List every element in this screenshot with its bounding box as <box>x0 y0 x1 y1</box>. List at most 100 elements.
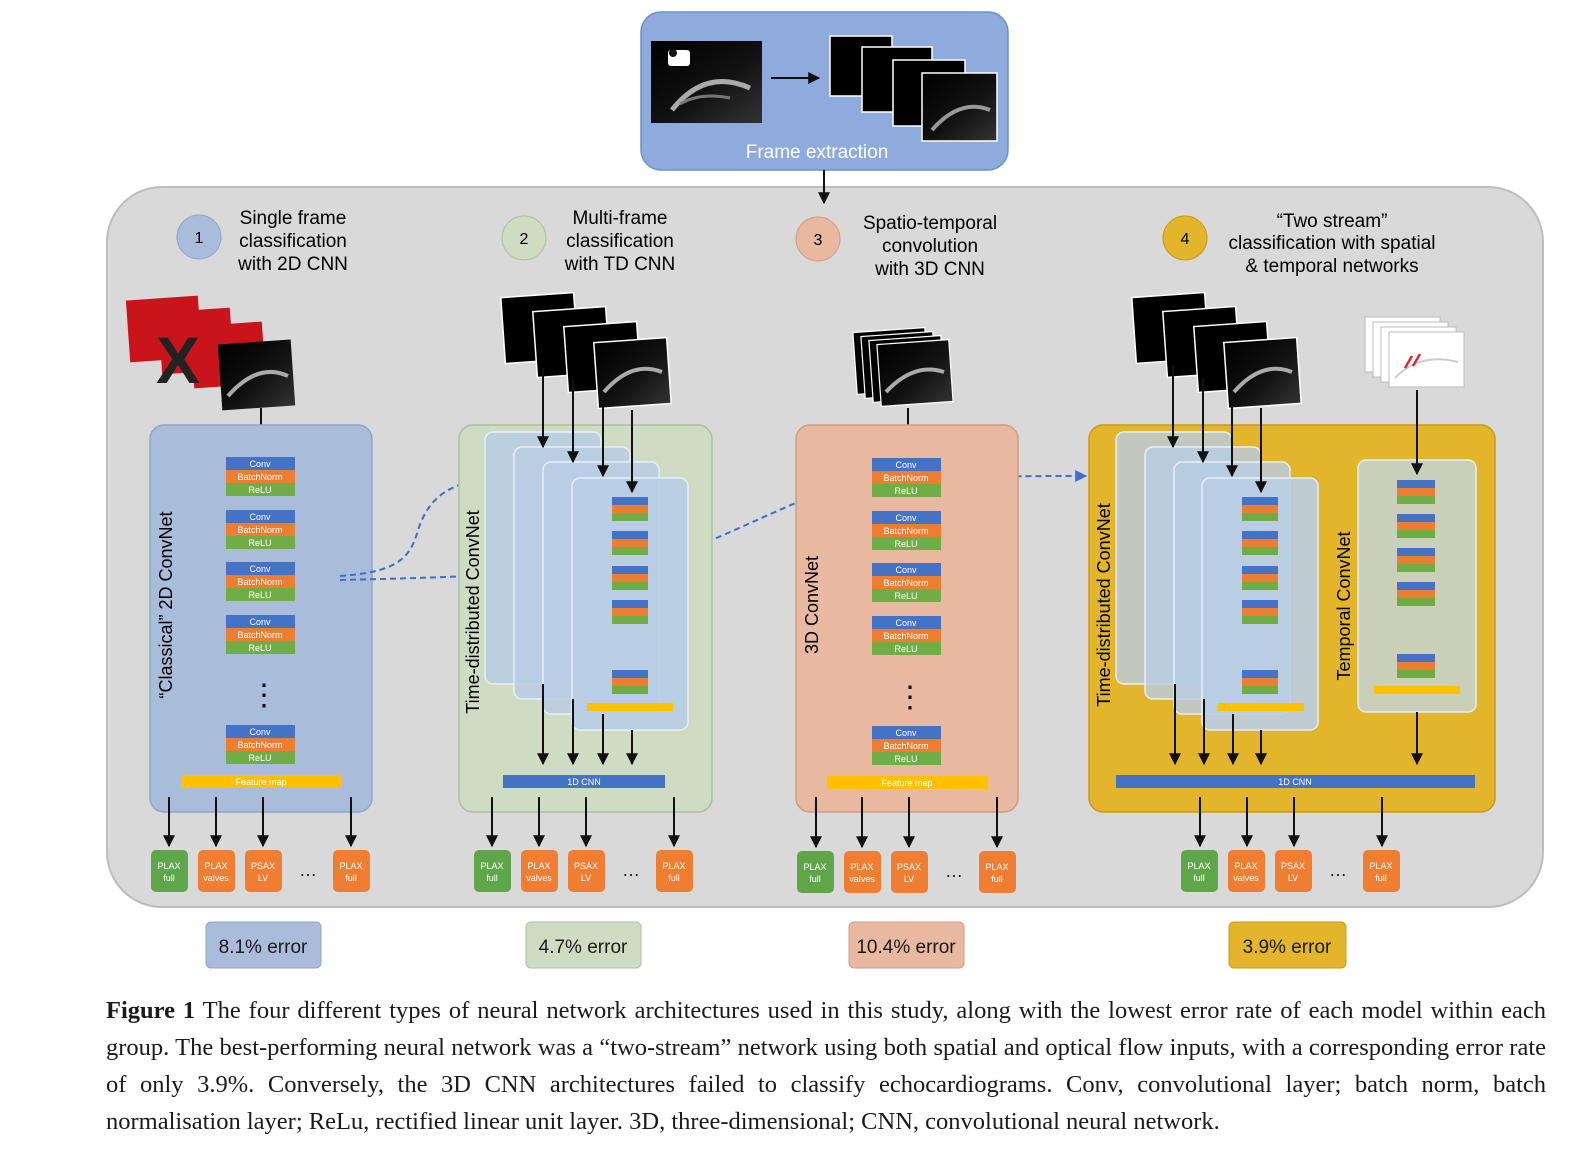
svg-text:Feature map: Feature map <box>881 778 932 788</box>
svg-text:PLAX: PLAX <box>527 861 550 871</box>
svg-text:Conv: Conv <box>249 512 271 522</box>
svg-text:BatchNorm: BatchNorm <box>237 577 282 587</box>
layer-block: Conv BatchNorm ReLU <box>872 726 941 765</box>
svg-text:full: full <box>1375 873 1387 883</box>
layer-block: Conv BatchNorm ReLU <box>226 457 295 496</box>
svg-text:full: full <box>1193 873 1205 883</box>
svg-text:valves: valves <box>203 873 229 883</box>
panel-4-temporal-label: Temporal ConvNet <box>1334 531 1354 680</box>
optical-flow-frames <box>1364 316 1465 388</box>
panel-1-input-frames: X <box>125 295 296 411</box>
svg-text:full: full <box>345 873 357 883</box>
panel-4-number-badge <box>1162 215 1208 261</box>
svg-text:ReLU: ReLU <box>248 485 271 495</box>
panel-2-1d-cnn-label: 1D CNN <box>567 777 601 787</box>
svg-text:Conv: Conv <box>895 513 917 523</box>
svg-text:…: … <box>1329 860 1347 880</box>
svg-text:PLAX: PLAX <box>662 861 685 871</box>
svg-text:Conv: Conv <box>249 617 271 627</box>
svg-text:PLAX: PLAX <box>1234 861 1257 871</box>
panel-4-title-line-1: “Two stream” <box>1277 211 1388 232</box>
output-class-box: PSAX LV <box>891 851 928 893</box>
svg-text:ReLU: ReLU <box>248 753 271 763</box>
svg-text:ReLU: ReLU <box>894 539 917 549</box>
svg-text:PLAX: PLAX <box>850 862 873 872</box>
layer-block: Conv BatchNorm ReLU <box>226 562 295 601</box>
svg-text:LV: LV <box>1288 873 1298 883</box>
architecture-diagram: Frame extraction 1 Single frame classifi… <box>106 11 1544 969</box>
svg-text:ReLU: ReLU <box>248 643 271 653</box>
frame-extraction-label: Frame extraction <box>746 142 889 163</box>
svg-text:BatchNorm: BatchNorm <box>237 630 282 640</box>
panel-3-layer-stack: Conv BatchNorm ReLU Conv BatchNorm ReLU … <box>827 458 988 789</box>
svg-text:LV: LV <box>904 874 914 884</box>
svg-text:ReLU: ReLU <box>894 754 917 764</box>
svg-text:full: full <box>991 874 1003 884</box>
mini-layer-stack <box>1218 497 1304 711</box>
svg-text:Feature map: Feature map <box>235 777 286 787</box>
panel-2-header: 2 Multi-frame classification with TD CNN <box>501 208 675 275</box>
panel-3-number: 3 <box>814 232 823 249</box>
svg-text:PLAX: PLAX <box>204 861 227 871</box>
layer-block: Conv BatchNorm ReLU <box>872 458 941 497</box>
svg-text:Conv: Conv <box>895 618 917 628</box>
source-video-image <box>651 41 762 123</box>
output-class-box: PLAX full <box>656 850 693 892</box>
svg-text:BatchNorm: BatchNorm <box>883 741 928 751</box>
panel-1-number-badge <box>176 214 222 260</box>
svg-text:PSAX: PSAX <box>574 861 598 871</box>
panel-2-stacked-networks <box>484 431 689 731</box>
svg-text:valves: valves <box>1233 873 1259 883</box>
svg-text:Conv: Conv <box>895 460 917 470</box>
panel-4-1d-cnn-bar <box>1116 775 1475 788</box>
temporal-layer-stack <box>1374 480 1460 694</box>
video-camera-icon <box>669 49 677 57</box>
svg-text:PSAX: PSAX <box>897 862 921 872</box>
svg-text:ReLU: ReLU <box>894 644 917 654</box>
panel-3-network-label: 3D ConvNet <box>802 556 822 654</box>
figure-caption: Figure 1 The four different types of neu… <box>106 992 1546 1140</box>
panel-4-title-line-3: & temporal networks <box>1245 256 1418 277</box>
panel-3-title-line-1: Spatio-temporal <box>863 213 997 234</box>
layer-block: Conv BatchNorm ReLU <box>872 563 941 602</box>
panel-3-error-badge: 10.4% error <box>848 921 965 969</box>
svg-text:3.9% error: 3.9% error <box>1243 937 1332 958</box>
caption-text: The four different types of neural netwo… <box>106 997 1546 1135</box>
svg-text:Conv: Conv <box>895 728 917 738</box>
svg-text:Conv: Conv <box>895 565 917 575</box>
svg-text:PLAX: PLAX <box>339 861 362 871</box>
output-class-box: PLAX valves <box>198 850 235 892</box>
svg-text:ReLU: ReLU <box>248 538 271 548</box>
svg-text:PLAX: PLAX <box>985 862 1008 872</box>
panel-2-number: 2 <box>520 231 529 248</box>
panel-1-title-line-3: with 2D CNN <box>237 254 348 275</box>
svg-text:valves: valves <box>849 874 875 884</box>
svg-text:…: … <box>622 860 640 880</box>
panel-2-title-line-2: classification <box>566 231 674 252</box>
svg-text:PLAX: PLAX <box>803 862 826 872</box>
panel-3-header: 3 Spatio-temporal convolution with 3D CN… <box>795 213 997 280</box>
layer-block: Conv BatchNorm ReLU <box>872 616 941 655</box>
panel-1-number: 1 <box>195 230 204 247</box>
output-class-box: PLAX full <box>1181 850 1218 892</box>
svg-text:full: full <box>668 873 680 883</box>
layer-ellipsis: ⋮ <box>895 681 925 714</box>
svg-text:BatchNorm: BatchNorm <box>883 631 928 641</box>
svg-text:8.1% error: 8.1% error <box>219 937 308 958</box>
panel-4-error-badge: 3.9% error <box>1228 921 1347 969</box>
svg-text:LV: LV <box>258 873 268 883</box>
svg-text:BatchNorm: BatchNorm <box>883 526 928 536</box>
svg-text:full: full <box>486 873 498 883</box>
svg-text:PLAX: PLAX <box>1187 861 1210 871</box>
output-class-box: PLAX full <box>979 851 1016 893</box>
layer-block: Conv BatchNorm ReLU <box>226 510 295 549</box>
layer-block: Conv BatchNorm ReLU <box>872 511 941 550</box>
